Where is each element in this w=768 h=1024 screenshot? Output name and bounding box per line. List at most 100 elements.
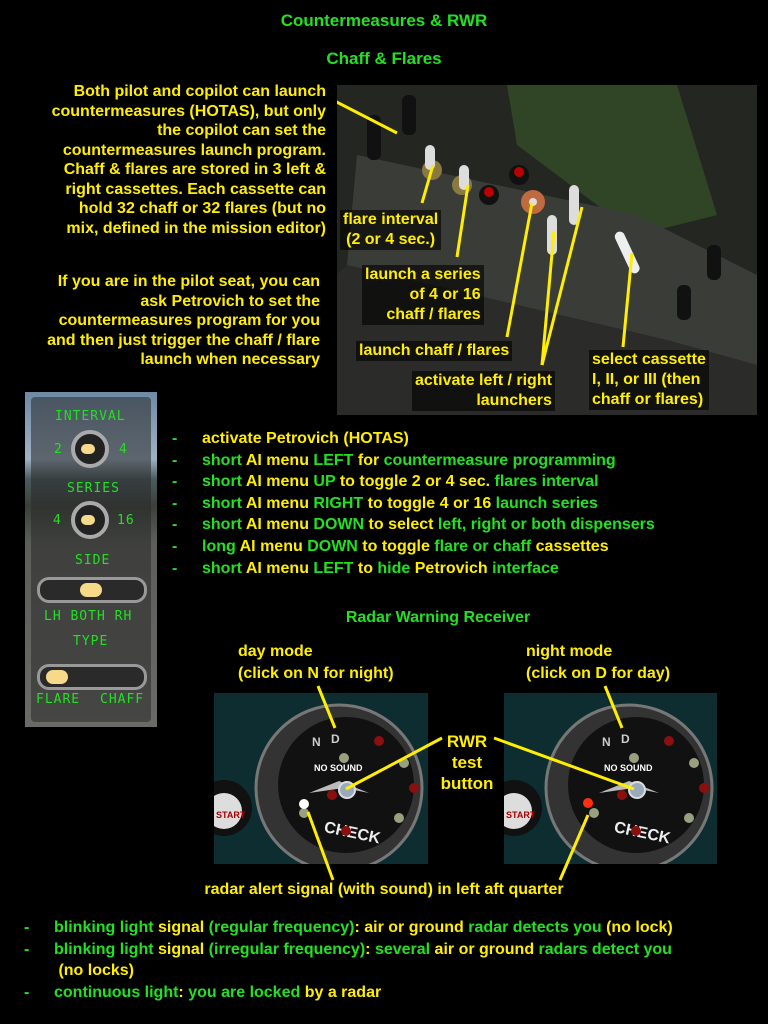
text-segment: for	[357, 451, 384, 469]
text-segment: (irregular frequency)	[208, 940, 366, 958]
series-4-label: 4	[53, 513, 62, 528]
type-chaff-label: CHAFF	[100, 692, 145, 707]
day-mode-hint: (click on N for night)	[238, 665, 394, 682]
rwr-test-line: RWR	[446, 732, 488, 751]
text-segment: blinking light	[54, 940, 158, 958]
side-label: SIDE	[75, 553, 111, 568]
bullet-dash: -	[172, 430, 178, 447]
text-segment: short	[202, 516, 246, 534]
bullet-item: -short AI menu DOWN to select left, righ…	[172, 514, 655, 536]
text-segment: Petrovich	[414, 559, 493, 577]
warning-light	[374, 736, 384, 746]
text-segment: :	[365, 940, 375, 958]
bullet-dash: -	[172, 451, 178, 469]
text-line: the copilot can set the	[157, 122, 326, 139]
bullet-dash: -	[24, 940, 30, 958]
bullet-dash: -	[172, 516, 178, 534]
text-line: chaff / flares	[386, 306, 481, 323]
text-segment: to	[357, 559, 378, 577]
warning-light	[631, 826, 641, 836]
text-segment: to toggle 4 or 16	[367, 494, 496, 512]
bullet-item: -blinking light signal (regular frequenc…	[24, 917, 673, 939]
text-line: launch when necessary	[140, 351, 320, 368]
text-segment: LEFT	[313, 559, 358, 577]
section-title-chaff-flares: Chaff & Flares	[326, 49, 442, 68]
side-slider[interactable]	[37, 577, 147, 603]
svg-text:N: N	[312, 735, 321, 749]
bullet-item: -short AI menu LEFT for countermeasure p…	[172, 450, 655, 472]
rwr-signal-legend: -blinking light signal (regular frequenc…	[24, 917, 673, 1003]
text-segment: AI menu	[245, 451, 314, 469]
text-line: Chaff & flares are stored in 3 left &	[63, 161, 326, 178]
text-line: countermeasures program for you	[58, 312, 320, 329]
text-line: launch chaff / flares	[359, 342, 510, 359]
bullet-item: -short AI menu UP to toggle 2 or 4 sec. …	[172, 471, 655, 493]
interval-knob[interactable]	[71, 430, 109, 468]
text-segment: to toggle 2 or 4 sec.	[339, 473, 495, 491]
text-segment: you are locked	[188, 983, 305, 1001]
text-segment: activate Petrovich (HOTAS)	[202, 430, 409, 447]
bullet-dash: -	[24, 983, 30, 1001]
svg-text:D: D	[331, 732, 340, 746]
warning-light	[299, 808, 309, 818]
type-flare-label: FLARE	[36, 692, 81, 707]
text-segment: AI menu	[245, 516, 314, 534]
warning-light	[399, 758, 409, 768]
active-alert-light	[583, 798, 593, 808]
text-line: right cassettes. Each cassette can	[65, 180, 326, 198]
text-segment: by a radar	[304, 983, 382, 1001]
interval-2-label: 2	[54, 442, 63, 457]
type-slider[interactable]	[37, 664, 147, 690]
text-segment: AI menu	[245, 559, 314, 577]
start-label: START	[216, 810, 246, 820]
warning-light	[664, 736, 674, 746]
svg-text:NO SOUND: NO SOUND	[314, 763, 363, 773]
text-line: mix, defined in the mission editor)	[66, 219, 326, 237]
label-flare-interval: flare interval(2 or 4 sec.)	[340, 210, 442, 250]
page-title: Countermeasures & RWR	[280, 11, 488, 30]
radar-alert-caption: radar alert signal (with sound) in left …	[204, 881, 564, 898]
bullet-item: - activate Petrovich (HOTAS)	[172, 428, 655, 450]
bullet-item: -short AI menu RIGHT to toggle 4 or 16 l…	[172, 493, 655, 515]
warning-light	[617, 790, 627, 800]
svg-text:D: D	[621, 732, 630, 746]
side-slider-thumb[interactable]	[80, 583, 102, 597]
night-mode-hint: (click on D for day)	[526, 665, 671, 682]
text-line: If you are in the pilot seat, you can	[57, 273, 320, 290]
text-segment: AI menu	[245, 494, 314, 512]
text-segment: to select	[368, 516, 438, 534]
text-segment: DOWN	[313, 516, 369, 534]
text-line: launchers	[476, 392, 552, 409]
text-line: launch a series	[365, 266, 481, 283]
rwr-test-button[interactable]	[628, 781, 646, 799]
text-line: I, II, or III (then	[592, 371, 701, 388]
text-segment: radars detect you	[538, 940, 672, 958]
series-knob[interactable]	[71, 501, 109, 539]
countermeasures-panel-photo: flare interval(2 or 4 sec.) launch a ser…	[337, 85, 757, 415]
text-segment: DOWN	[307, 537, 363, 555]
text-segment: interface	[492, 559, 559, 577]
text-line: flare interval	[343, 211, 439, 228]
text-segment: : air or ground	[354, 919, 469, 936]
bullet-dash: -	[172, 494, 178, 512]
text-line: countermeasures launch program.	[62, 141, 326, 159]
warning-light	[409, 783, 419, 793]
type-slider-thumb[interactable]	[46, 670, 68, 684]
bullet-item: -long AI menu DOWN to toggle flare or ch…	[172, 536, 655, 558]
text-segment: signal	[157, 919, 209, 936]
label-launch-chaff-flares: launch chaff / flares	[356, 341, 513, 361]
svg-text:N: N	[602, 735, 611, 749]
rwr-test-button[interactable]	[338, 781, 356, 799]
text-segment: launch series	[495, 494, 598, 512]
warning-light	[339, 753, 349, 763]
text-segment: radar detects you	[468, 919, 607, 936]
text-segment: signal	[157, 940, 209, 958]
text-segment: short	[202, 473, 246, 491]
